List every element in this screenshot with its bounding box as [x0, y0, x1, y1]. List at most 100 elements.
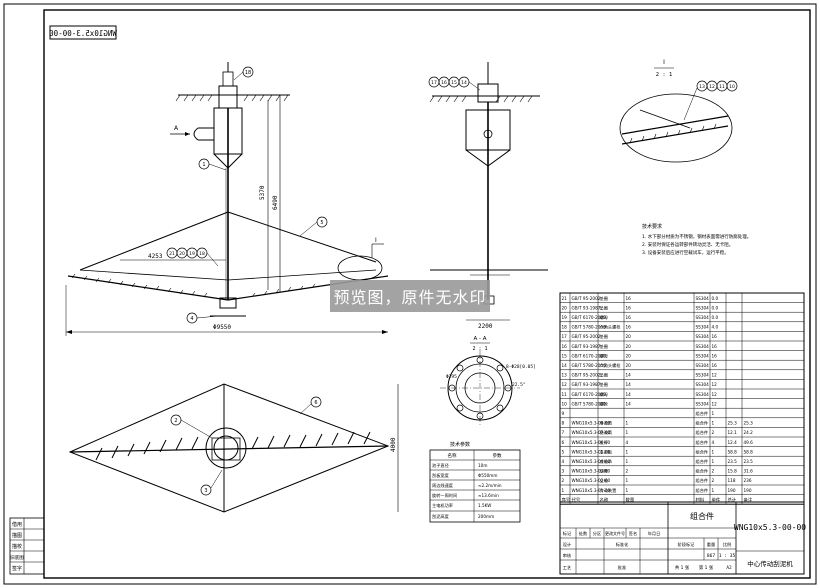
bom-cell: 4.0	[712, 325, 719, 330]
mirrored-code: WNG10x5.3-00-00	[49, 29, 117, 38]
bom-cell: 118	[728, 478, 736, 483]
revision-strip: 借用 描图 描校 旧底图 签字	[9, 517, 45, 575]
svg-text:参数: 参数	[493, 452, 502, 459]
bom-cell: 垫圈	[600, 372, 608, 379]
bom-cell: 20	[626, 334, 632, 339]
dim-flange-angle: 22.5°	[512, 382, 526, 388]
tech-notes-title: 技术要求	[642, 223, 662, 230]
svg-text:比例: 比例	[723, 541, 731, 548]
svg-text:名称: 名称	[448, 452, 457, 459]
tech-notes: 技术要求 1. 水下部分材质为不锈钢，钢材表面需进行防腐处理。 2. 安装时保证…	[642, 223, 751, 256]
bom-cell: 12	[712, 401, 718, 406]
bom-cell: 3	[562, 469, 565, 474]
bom-cell: 组合件	[696, 487, 709, 494]
rev-label-4: 旧底图	[10, 554, 24, 561]
svg-text:14: 14	[461, 80, 467, 86]
bom-cell: 14	[626, 401, 632, 406]
bom-cell: 23.5	[728, 459, 738, 464]
bom-cell: 15.8	[728, 469, 738, 474]
svg-text:主电机功率: 主电机功率	[432, 502, 453, 509]
bom-cell: 25.3	[744, 421, 754, 426]
bom-cell: 12.4	[728, 440, 738, 445]
bom-cell: 1	[712, 459, 715, 464]
svg-text:16: 16	[441, 80, 447, 86]
balloon-group-17-14: 17 16 15 14	[428, 76, 481, 91]
bom-cell: 螺栓	[600, 400, 609, 407]
bom-cell: SS304	[696, 392, 710, 397]
detail-circle	[337, 255, 383, 281]
bom-cell: 19	[562, 315, 568, 320]
drawing-code: WNG10x5.3-00-00	[734, 523, 806, 532]
inner-border	[43, 9, 811, 579]
bom-cell: 1	[712, 411, 715, 416]
assembly-label: 组合件	[690, 511, 714, 521]
svg-text:审核: 审核	[563, 552, 572, 559]
bom-cell: 23.5	[744, 459, 754, 464]
bom-cell: WNG10x5.3-04-00	[572, 459, 611, 464]
bom-header-cell: 单件	[712, 496, 721, 503]
bom-cell: 垫圈	[600, 381, 608, 388]
balloon-group-21-18: 21 20 19 18	[166, 247, 219, 267]
detail-marker: I	[375, 237, 377, 244]
svg-text:20: 20	[179, 251, 185, 257]
bom-cell: SS304	[696, 305, 710, 310]
bom-cell: 4	[712, 440, 715, 445]
bom-cell: 1	[626, 430, 629, 435]
bom-cell: 16	[712, 353, 718, 358]
bom-cell: 螺母	[600, 314, 608, 321]
bom-cell: 1	[712, 421, 715, 426]
bom-cell: 垫圈	[600, 295, 608, 302]
balloon-1: 1	[198, 158, 227, 171]
bom-cell: GB/T 5780-2000	[572, 401, 607, 406]
dim-height-main: 5370	[259, 185, 266, 200]
svg-text:2: 2	[174, 418, 177, 424]
bom-cell: 1	[626, 488, 629, 493]
bom-cell: 1	[626, 459, 629, 464]
bom-cell: 组合件	[696, 429, 709, 436]
section-label: A - A	[473, 336, 486, 342]
svg-text:池子直径: 池子直径	[432, 462, 449, 468]
svg-text:200mm: 200mm	[478, 514, 494, 519]
section-scale: 2 : 1	[472, 346, 487, 352]
bom-cell: 21	[562, 296, 568, 301]
bom-cell: 0.0	[712, 305, 719, 310]
bom-cell: 1	[626, 478, 629, 483]
bom-cell: SS304	[696, 325, 710, 330]
detail-scale: 2 : 1	[656, 72, 673, 78]
bom-cell: 拉杆	[600, 439, 609, 446]
svg-text:21: 21	[169, 251, 175, 257]
dim-height-total: 6490	[272, 195, 279, 210]
bom-cell: 14	[562, 363, 568, 368]
svg-text:阶段标记: 阶段标记	[678, 541, 696, 548]
bom-cell: 14	[626, 382, 632, 387]
bom-cell: 20	[626, 344, 632, 349]
dim-flange-holes: 8-Φ28[0.05]	[506, 364, 536, 370]
bom-header-cell: 材料	[696, 496, 705, 503]
bom-cell: 10	[562, 401, 568, 406]
bom-cell: 190	[728, 488, 736, 493]
bom-cell: SS304	[696, 296, 710, 301]
spec-table-title: 技术参数	[450, 441, 470, 448]
bom-cell: 58.8	[744, 449, 754, 454]
sheet-no: 第 1 张	[699, 564, 714, 571]
view-arrow-label: A	[174, 125, 179, 132]
bom-cell: GB/T 6170-2000	[572, 392, 607, 397]
bom-header-cell: 总计	[728, 496, 737, 503]
bom-cell: 组合件	[696, 477, 709, 484]
bom-header-row: 序号代号名称数量材料单件总计备注	[562, 496, 753, 503]
bom-cell: WNG10x5.3-08-00	[572, 421, 611, 426]
bom-cell: 0.0	[712, 296, 719, 301]
balloon-2: 2	[170, 414, 213, 439]
svg-text:签名: 签名	[629, 530, 637, 537]
dim-bolt-circle: Φ295	[446, 374, 457, 380]
bom-cell: GB/T 95-2002	[572, 334, 601, 339]
svg-text:13: 13	[699, 84, 705, 90]
bom-cell: GB/T 5780-2000	[572, 363, 607, 368]
main-elevation-view: 5370 6490 Φ9550 4253 A I	[65, 62, 389, 336]
